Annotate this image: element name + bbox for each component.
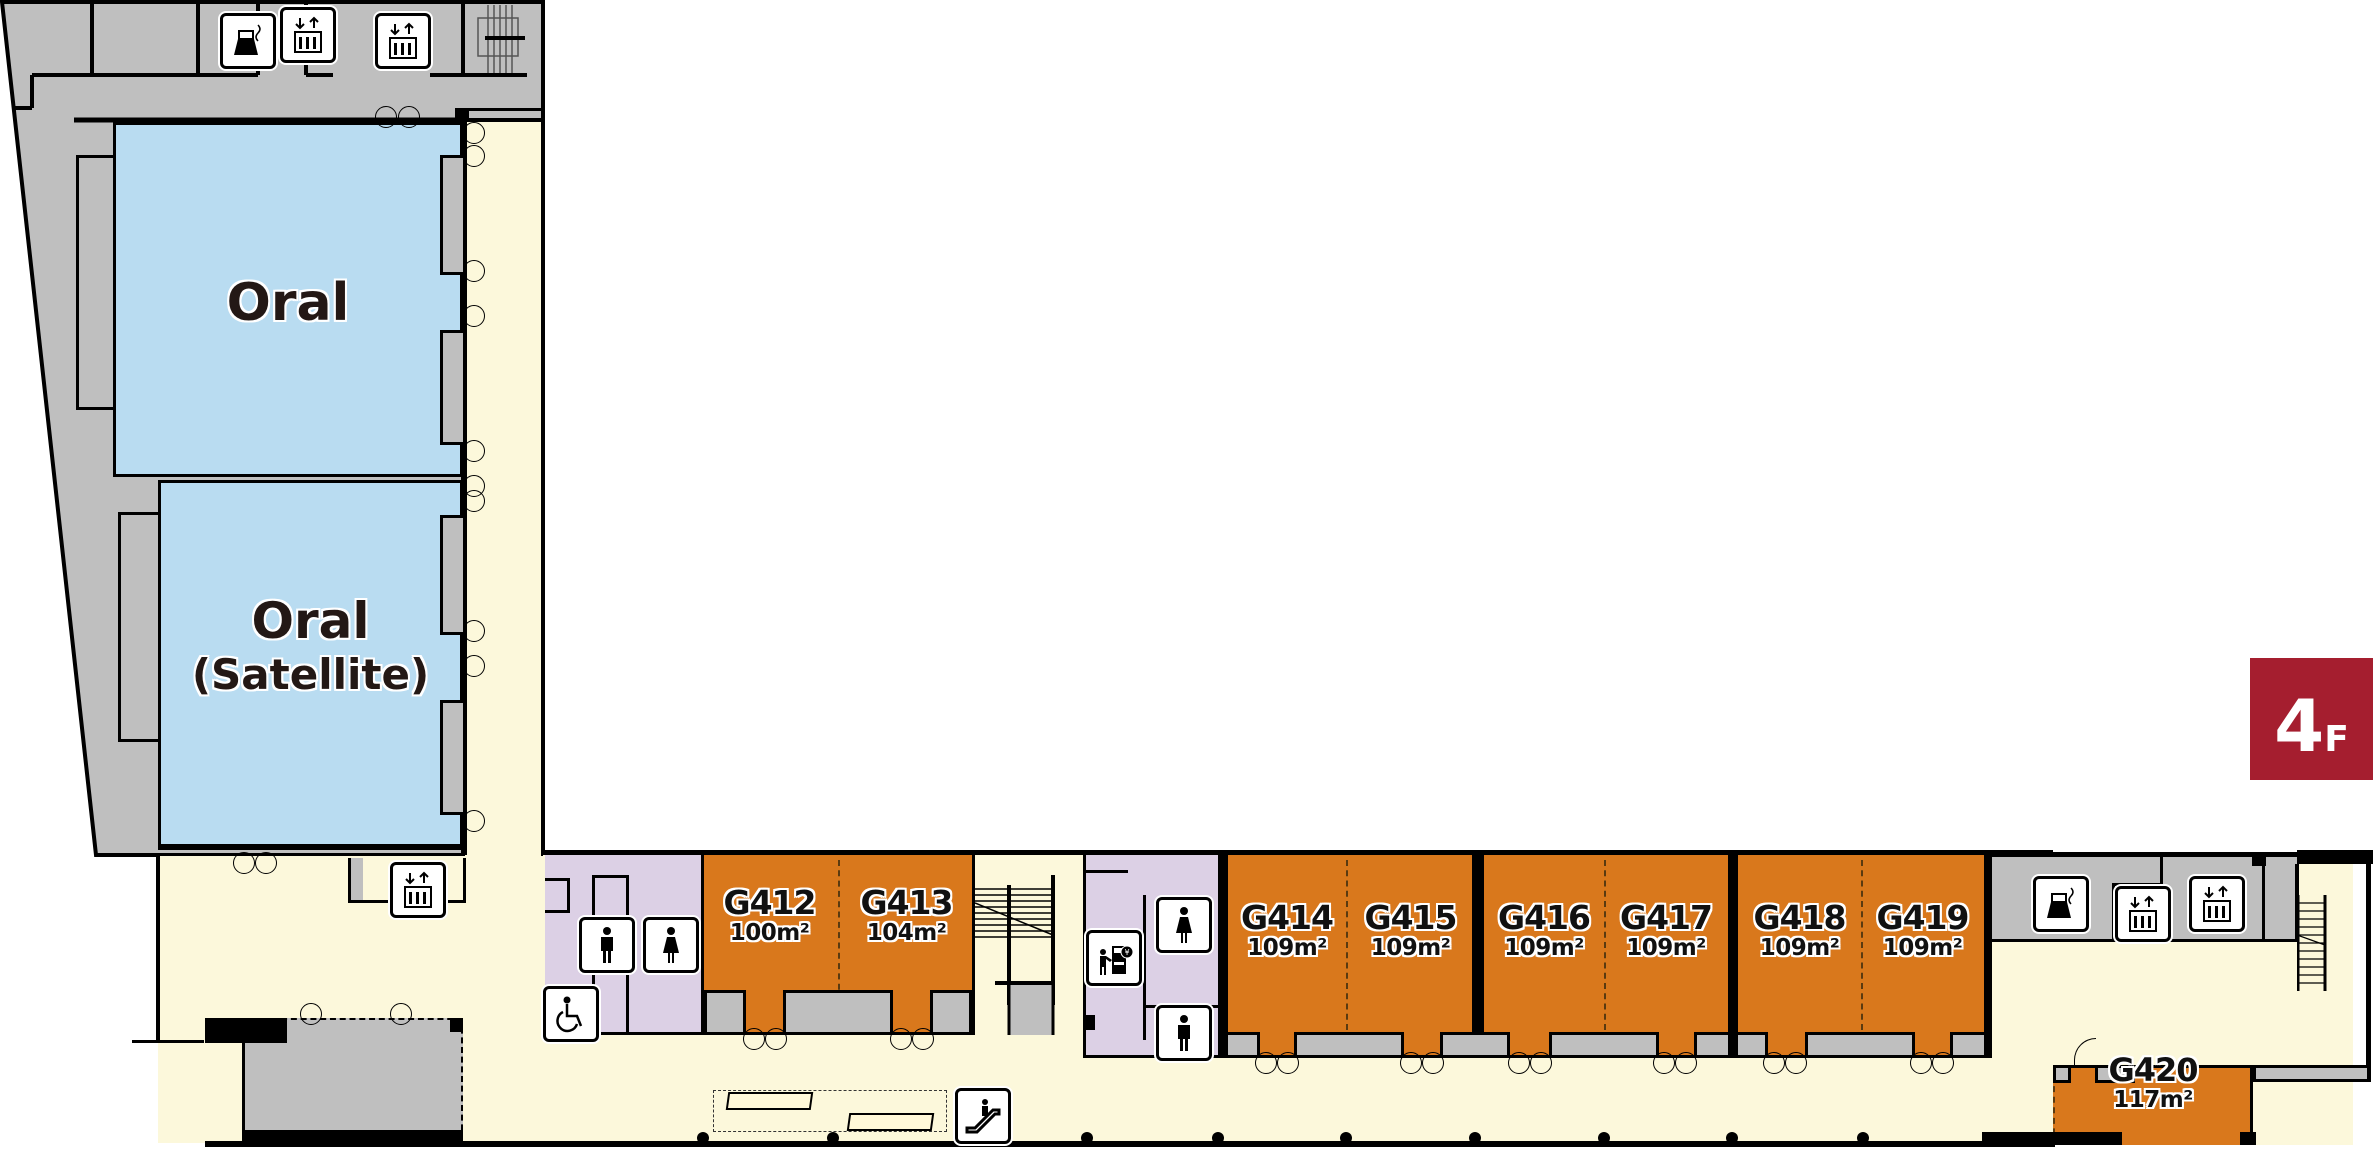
staircase-east [2297, 895, 2327, 991]
elevator-icon [280, 7, 336, 63]
room-g416[interactable]: G416 109m² [1498, 898, 1591, 962]
floor-badge: 4 F [2250, 658, 2373, 780]
escalator-icon [955, 1088, 1011, 1144]
room-oral[interactable]: Oral [113, 122, 463, 477]
escalator-area [713, 1090, 947, 1132]
room-g416-g417[interactable] [1484, 855, 1732, 1055]
room-g414[interactable]: G414 109m² [1241, 898, 1334, 962]
escalator-down [846, 1113, 935, 1131]
mens-restroom-icon [1156, 1005, 1212, 1061]
room-g418[interactable]: G418 109m² [1753, 898, 1847, 962]
elevator-icon [375, 13, 431, 69]
room-g414-g415[interactable] [1228, 855, 1475, 1055]
escalator-up [725, 1092, 814, 1110]
room-oral-satellite[interactable]: Oral (Satellite) [158, 480, 463, 850]
staircase [975, 875, 1055, 1035]
kettle-icon [220, 13, 276, 69]
room-g420[interactable] [2053, 1065, 2253, 1145]
accessible-restroom-icon [543, 986, 599, 1042]
room-g412[interactable]: G412 100m² [723, 883, 817, 947]
svg-text:¥: ¥ [1124, 948, 1129, 957]
womens-restroom-icon [1156, 897, 1212, 953]
elevator-icon [2189, 876, 2245, 932]
room-g413[interactable]: G413 104m² [860, 883, 954, 947]
room-g419[interactable]: G419 109m² [1876, 898, 1970, 962]
atm-icon: ¥ [1086, 930, 1142, 986]
room-oral-label: Oral [226, 273, 350, 333]
mens-restroom-icon [579, 917, 635, 973]
room-g415[interactable]: G415 109m² [1364, 898, 1458, 962]
room-g417[interactable]: G417 109m² [1620, 898, 1713, 962]
room-g420-label: G420 117m² [2108, 1051, 2198, 1114]
kettle-icon [2033, 876, 2089, 932]
elevator-icon [390, 862, 446, 918]
womens-restroom-icon [643, 917, 699, 973]
elevator-icon [2115, 886, 2171, 942]
room-oral-satellite-label: Oral (Satellite) [191, 592, 430, 699]
